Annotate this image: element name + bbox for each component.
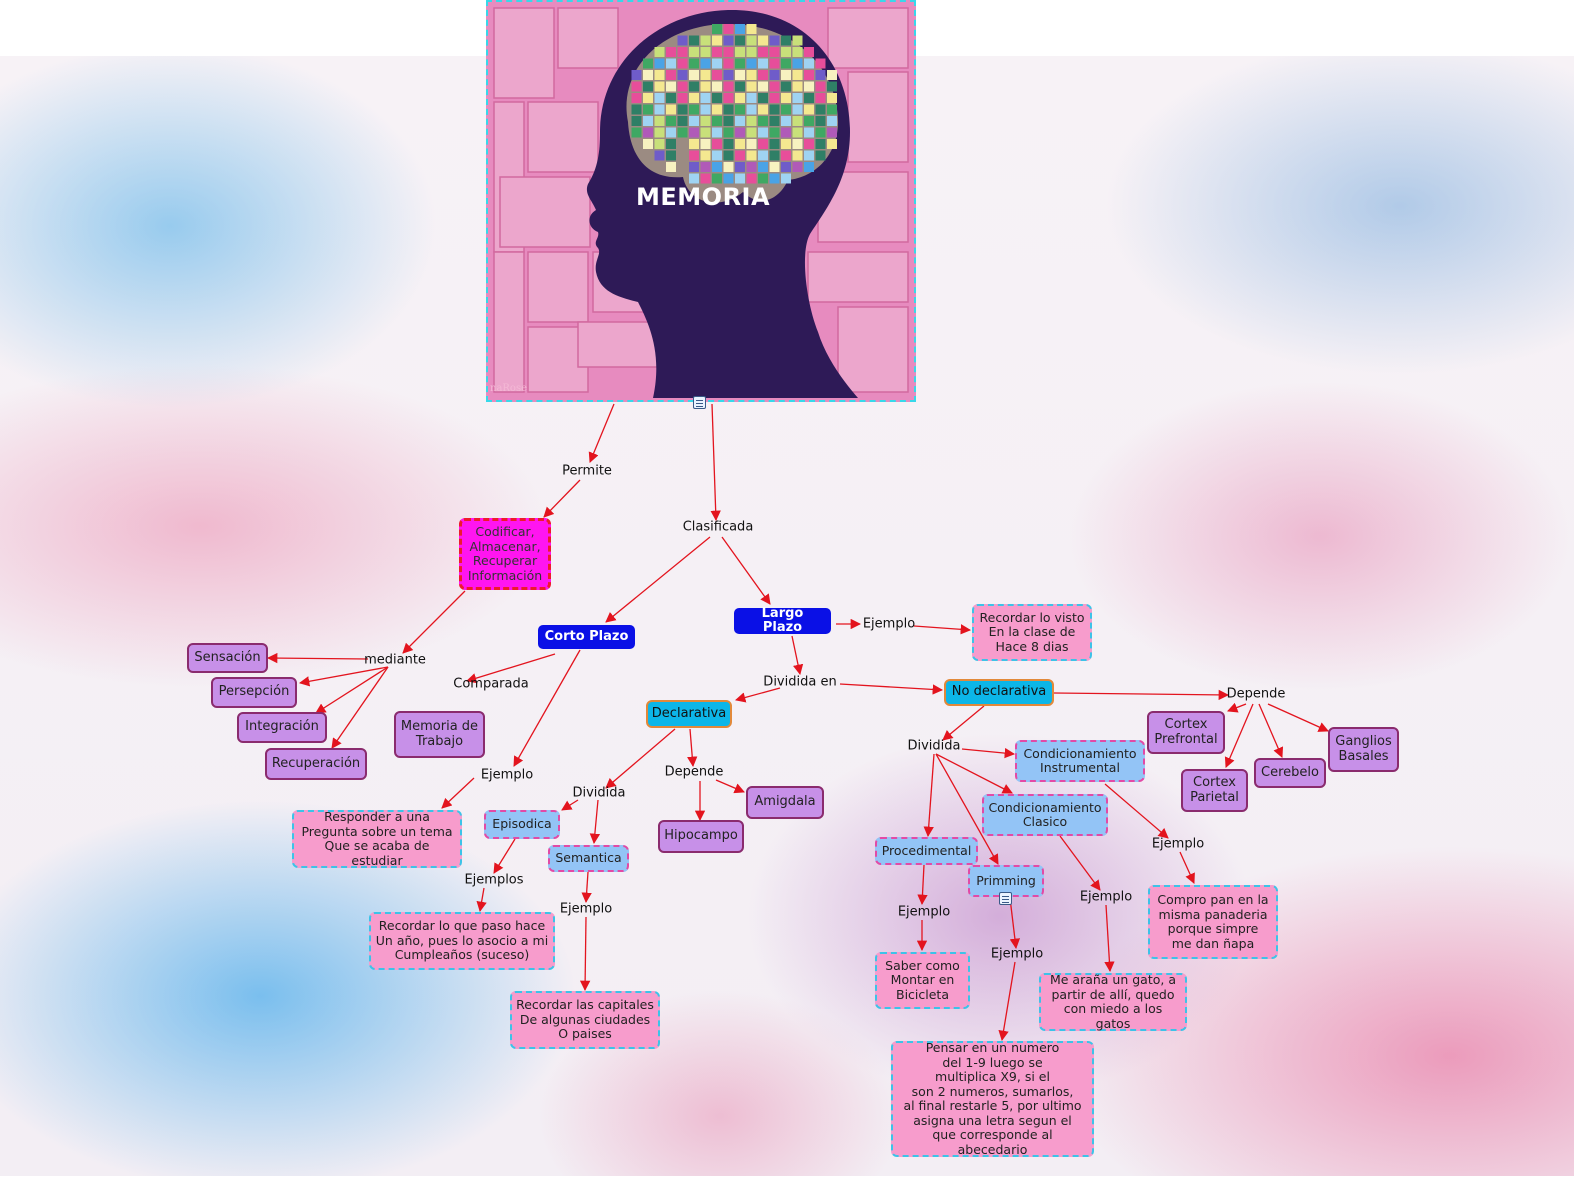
concept-link-arrow: [1267, 703, 1329, 732]
concept-cortex-parietal[interactable]: Cortex Parietal: [1181, 769, 1248, 812]
concept-pensar-numero[interactable]: Pensar en un numero del 1-9 luego se mul…: [891, 1040, 1094, 1157]
page-title: MEMORIA: [636, 183, 771, 211]
link-label-ejemplo: Ejemplo: [862, 616, 916, 632]
concept-procedimental[interactable]: Procedimental: [875, 837, 978, 865]
concept-hipocampo[interactable]: Hipocampo: [658, 820, 744, 853]
concept-pan[interactable]: Compro pan en la misma panaderia porque …: [1148, 885, 1278, 959]
link-label-permite: Permite: [562, 463, 612, 479]
concept-responder[interactable]: Responder a una Pregunta sobre un tema Q…: [292, 809, 462, 868]
concept-link-arrow: [588, 403, 615, 463]
link-label-dividida-en: Dividida en: [763, 674, 837, 690]
concept-recuperacion[interactable]: Recuperación: [265, 748, 367, 780]
concept-link-arrow: [1104, 783, 1169, 839]
hero-signature: naRose: [490, 383, 528, 394]
concept-no-declarativa[interactable]: No declarativa: [944, 679, 1054, 706]
link-label-comparada: Comparada: [453, 676, 529, 692]
concept-link-arrow: [605, 728, 676, 789]
concept-link-arrow: [734, 687, 781, 703]
concept-link-arrow: [1009, 897, 1021, 950]
link-label-ejemplo: Ejemplo: [559, 901, 613, 917]
concept-link-arrow: [942, 705, 985, 741]
concept-link-arrow: [998, 961, 1016, 1042]
concept-saber-montar[interactable]: Saber como Montar en Bicicleta: [875, 952, 970, 1009]
link-label-ejemplo: Ejemplo: [990, 946, 1044, 962]
concept-link-arrow: [493, 838, 516, 874]
concept-ganglios-basales[interactable]: Ganglios Basales: [1328, 727, 1399, 772]
concept-link-arrow: [513, 649, 581, 767]
concept-link-arrow: [441, 777, 475, 809]
concept-link-arrow: [561, 799, 579, 811]
concept-link-arrow: [710, 403, 721, 522]
concept-link-arrow: [687, 728, 698, 768]
concept-link-arrow: [935, 753, 1013, 794]
concept-link-arrow: [581, 871, 592, 904]
concept-link-arrow: [935, 753, 999, 865]
head-silhouette-illustration: [493, 7, 909, 399]
concept-amigdala[interactable]: Amigdala: [746, 786, 824, 819]
concept-recordar-capitales[interactable]: Recordar las capitales De algunas ciudad…: [510, 991, 660, 1049]
concept-link-arrow: [1104, 904, 1115, 973]
concept-link-arrow: [913, 624, 972, 635]
concept-link-arrow: [331, 666, 389, 749]
concept-link-arrow: [1224, 703, 1254, 768]
concept-gato[interactable]: Me araña un gato, a partir de allí, qued…: [1039, 972, 1187, 1031]
link-label-mediante: mediante: [364, 652, 426, 668]
link-label-ejemplo: Ejemplo: [1151, 836, 1205, 852]
note-icon[interactable]: [999, 892, 1012, 905]
concept-link-arrow: [1258, 703, 1284, 758]
concept-link-arrow: [1179, 851, 1195, 884]
concept-cond-instrumental[interactable]: Condicionamiento Instrumental: [1015, 740, 1145, 782]
concept-link-arrow: [1227, 702, 1247, 713]
concept-cortex-prefrontal[interactable]: Cortex Prefrontal: [1147, 711, 1225, 754]
concept-link-arrow: [721, 536, 771, 605]
link-label-ejemplo: Ejemplo: [897, 904, 951, 920]
link-label-depende: Depende: [1226, 686, 1286, 702]
concept-semantica[interactable]: Semantica: [548, 845, 629, 872]
concept-link-arrow: [715, 779, 745, 794]
memoria-hero-image[interactable]: [486, 0, 916, 402]
concept-link-arrow: [791, 635, 804, 676]
link-label-ejemplo: Ejemplo: [1079, 889, 1133, 905]
concept-link-arrow: [315, 666, 389, 714]
link-label-ejemplos: Ejemplos: [464, 872, 524, 888]
concept-link-arrow: [839, 683, 944, 695]
concept-link-arrow: [923, 753, 935, 838]
concept-link-arrow: [402, 590, 466, 654]
brain-mosaic-tiles: [631, 24, 837, 184]
note-icon[interactable]: [693, 396, 706, 409]
concept-cerebelo[interactable]: Cerebelo: [1254, 758, 1326, 788]
concept-link-arrow: [917, 864, 928, 906]
concept-link-arrow: [543, 479, 581, 518]
concept-memoria-trabajo[interactable]: Memoria de Trabajo: [394, 711, 485, 758]
concept-link-arrow: [589, 799, 601, 845]
concept-link-arrow: [298, 666, 389, 687]
concept-integracion[interactable]: Integración: [237, 712, 327, 743]
concept-link-arrow: [476, 887, 487, 913]
concept-link-arrow: [961, 747, 1016, 759]
concept-recordar-visto[interactable]: Recordar lo visto En la clase de Hace 8 …: [972, 604, 1092, 661]
concept-largo-plazo[interactable]: Largo Plazo: [734, 606, 831, 635]
concept-codificar[interactable]: Codificar, Almacenar, Recuperar Informac…: [459, 518, 551, 590]
link-label-clasificada: Clasificada: [682, 519, 754, 535]
concept-persepcion[interactable]: Persepción: [211, 677, 297, 708]
concept-episodica[interactable]: Episodica: [484, 810, 560, 839]
concept-link-arrow: [1053, 689, 1230, 701]
concept-corto-plazo[interactable]: Corto Plazo: [538, 625, 635, 649]
concept-sensacion[interactable]: Sensación: [187, 643, 268, 673]
concept-link-arrow: [1059, 835, 1101, 891]
concept-link-arrow: [605, 536, 711, 623]
concept-link-arrow: [579, 916, 591, 992]
concept-recordar-anio[interactable]: Recordar lo que paso hace Un año, pues l…: [369, 912, 555, 970]
link-label-depende: Depende: [664, 764, 724, 780]
link-label-ejemplo: Ejemplo: [480, 767, 534, 783]
link-label-dividida: Dividida: [907, 738, 961, 754]
concept-declarativa[interactable]: Declarativa: [646, 700, 732, 728]
concept-link-arrow: [466, 653, 556, 684]
link-label-dividida: Dividida: [572, 785, 626, 801]
concept-link-arrow: [266, 652, 369, 664]
concept-cond-clasico[interactable]: Condicionamiento Clasico: [982, 794, 1108, 836]
